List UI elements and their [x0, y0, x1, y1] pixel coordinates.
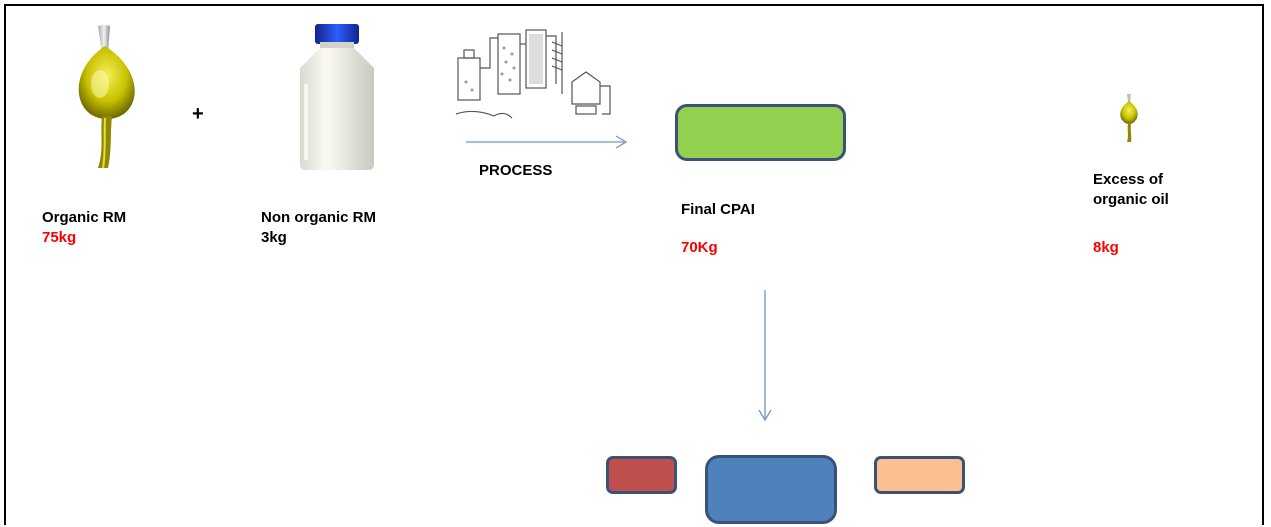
excess-oil-amount: 8kg — [1093, 239, 1119, 256]
peach-output-box — [874, 456, 965, 494]
small-oil-drop-spoon-icon — [1120, 94, 1138, 142]
final-cpai-box — [675, 104, 846, 161]
excess-oil-label-line2: organic oil — [1093, 191, 1169, 208]
distillation-apparatus-icon — [455, 29, 611, 119]
non-organic-rm-amount: 3kg — [261, 229, 287, 246]
organic-rm-label: Organic RM — [42, 209, 127, 226]
final-cpai-label: Final CPAI — [681, 201, 755, 218]
plus-sign: + — [192, 103, 204, 125]
blue-output-box — [705, 455, 837, 524]
non-organic-rm-label: Non organic RM — [261, 209, 376, 226]
final-cpai-amount: 70Kg — [681, 239, 718, 256]
oil-drop-spoon-icon — [78, 25, 135, 169]
organic-rm-amount: 75kg — [42, 229, 77, 246]
red-output-box — [606, 456, 677, 494]
plastic-bottle-icon — [300, 24, 374, 170]
down-arrow — [758, 290, 772, 422]
excess-oil-label-line1: Excess of — [1093, 171, 1164, 188]
diagram-frame — [4, 4, 1264, 525]
process-label: PROCESS — [479, 162, 553, 179]
process-arrow — [466, 135, 628, 149]
